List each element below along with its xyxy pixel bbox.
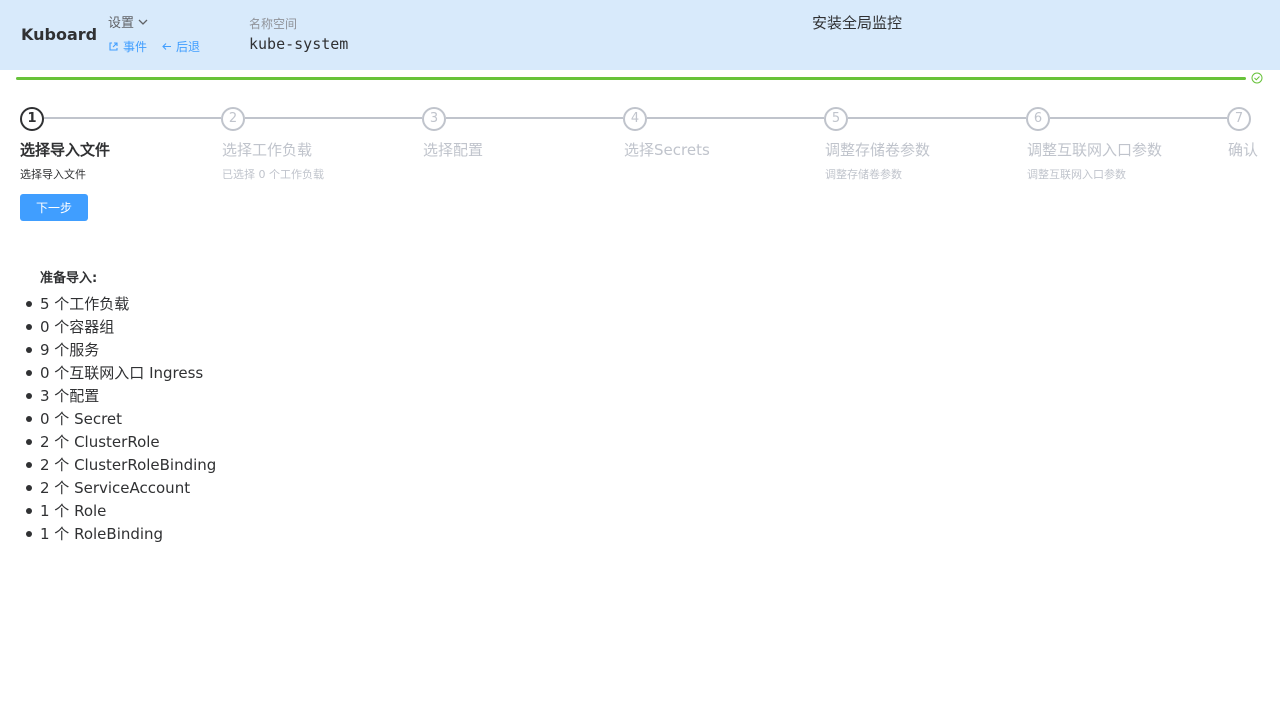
list-item: 2 个 ClusterRole — [26, 430, 216, 453]
step-6-circle: 6 — [1026, 107, 1050, 131]
namespace-label: 名称空间 — [249, 17, 298, 31]
page-title: 安装全局监控 — [812, 14, 903, 32]
bullet-icon — [26, 530, 32, 537]
external-link-icon — [109, 42, 118, 51]
step-6-title: 调整互联网入口参数 — [1027, 141, 1163, 159]
step-5-desc: 调整存储卷参数 — [825, 168, 902, 181]
list-item: 1 个 Role — [26, 499, 216, 522]
progress-bar — [16, 77, 1246, 80]
step-1-title: 选择导入文件 — [20, 141, 111, 159]
bullet-icon — [26, 438, 32, 445]
step-connector — [245, 117, 422, 119]
check-circle-icon — [1251, 72, 1263, 84]
settings-label: 设置 — [108, 16, 135, 31]
step-connector — [44, 117, 221, 119]
bullet-icon — [26, 300, 32, 307]
list-item: 3 个配置 — [26, 384, 216, 407]
top-header: Kuboard 设置 事件 后退 名称空间 kube-system 安装全局监控 — [0, 0, 1280, 70]
step-connector — [446, 117, 623, 119]
back-link[interactable]: 后退 — [161, 38, 200, 55]
step-5-title: 调整存储卷参数 — [825, 141, 931, 159]
steps-bar: 1 选择导入文件 选择导入文件 2 选择工作负载 已选择 0 个工作负载 3 选… — [0, 104, 1280, 184]
step-3-title: 选择配置 — [423, 141, 484, 159]
list-item: 5 个工作负载 — [26, 292, 216, 315]
list-item: 0 个容器组 — [26, 315, 216, 338]
step-connector — [848, 117, 1026, 119]
next-step-button[interactable]: 下一步 — [20, 194, 88, 221]
list-item: 0 个 Secret — [26, 407, 216, 430]
bullet-icon — [26, 507, 32, 514]
step-connector — [1050, 117, 1227, 119]
step-7-title: 确认 — [1228, 141, 1259, 159]
bullet-icon — [26, 461, 32, 468]
list-item: 9 个服务 — [26, 338, 216, 361]
step-4-circle: 4 — [623, 107, 647, 131]
step-1-desc: 选择导入文件 — [20, 168, 86, 181]
bullet-icon — [26, 323, 32, 330]
namespace-value: kube-system — [249, 35, 349, 53]
step-2-title: 选择工作负载 — [222, 141, 313, 159]
arrow-left-icon — [162, 43, 172, 50]
list-item: 0 个互联网入口 Ingress — [26, 361, 216, 384]
step-3-circle: 3 — [422, 107, 446, 131]
settings-dropdown[interactable]: 设置 — [108, 12, 148, 31]
bullet-icon — [26, 392, 32, 399]
list-item: 2 个 ServiceAccount — [26, 476, 216, 499]
chevron-down-icon — [138, 19, 148, 25]
app-logo[interactable]: Kuboard — [21, 25, 98, 44]
bullet-icon — [26, 346, 32, 353]
import-summary-list: 5 个工作负载 0 个容器组 9 个服务 0 个互联网入口 Ingress 3 … — [26, 292, 216, 545]
step-1-circle: 1 — [20, 107, 44, 131]
list-item: 1 个 RoleBinding — [26, 522, 216, 545]
step-7-circle: 7 — [1227, 107, 1251, 131]
bullet-icon — [26, 484, 32, 491]
events-link[interactable]: 事件 — [108, 38, 147, 55]
step-4-title: 选择Secrets — [624, 141, 710, 159]
events-label: 事件 — [123, 40, 148, 54]
back-label: 后退 — [176, 40, 201, 54]
step-2-desc: 已选择 0 个工作负载 — [222, 168, 324, 181]
step-2-circle: 2 — [221, 107, 245, 131]
bullet-icon — [26, 415, 32, 422]
step-5-circle: 5 — [824, 107, 848, 131]
step-connector — [647, 117, 824, 119]
bullet-icon — [26, 369, 32, 376]
step-6-desc: 调整互联网入口参数 — [1027, 168, 1126, 181]
list-item: 2 个 ClusterRoleBinding — [26, 453, 216, 476]
ready-import-label: 准备导入: — [40, 271, 98, 286]
